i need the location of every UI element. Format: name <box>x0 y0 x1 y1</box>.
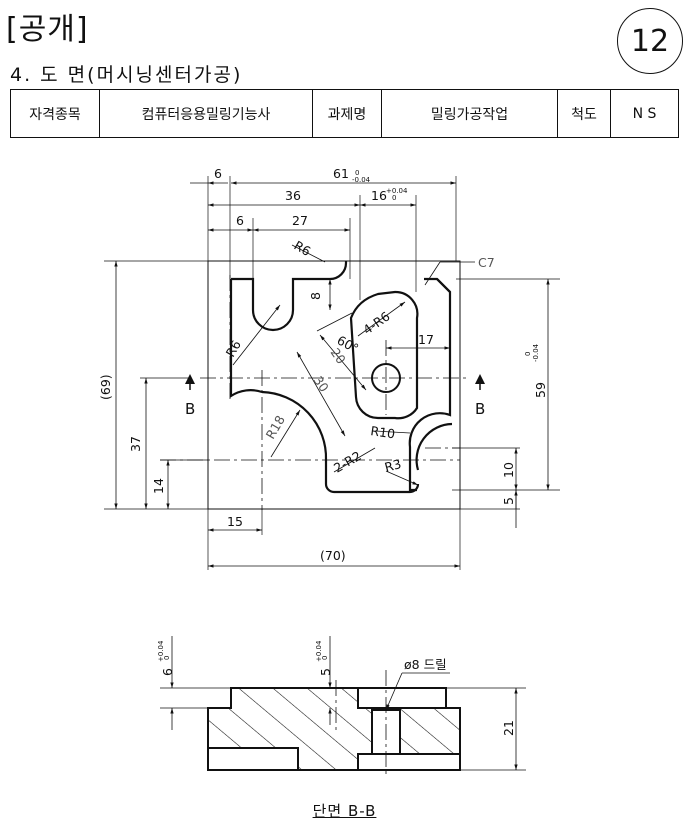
section-mark-left: B <box>185 400 195 418</box>
tol-16: +0.04 <box>386 187 408 195</box>
info-cell-subject: 컴퓨터응용밀링기능사 <box>99 89 313 138</box>
sec-dim-6: 6 <box>160 668 175 676</box>
dim-59: 59 <box>533 382 548 398</box>
top-view-labels: 6 61 0 -0.04 36 16 +0.04 0 6 27 R6 C7 8 … <box>98 166 548 563</box>
sec-dim-21: 21 <box>501 720 516 736</box>
dim-37: 37 <box>128 436 143 452</box>
dim-70: (70) <box>320 548 346 563</box>
sec-tol-6: +0.04 <box>157 640 165 662</box>
dim-17: 17 <box>418 332 434 347</box>
dim-6b: 6 <box>236 213 244 228</box>
dim-r6b: R6 <box>223 338 244 360</box>
info-cell-label-task: 과제명 <box>312 89 382 138</box>
sec-drill-label: ø8 드릴 <box>404 657 447 672</box>
dim-16: 16 <box>371 188 387 203</box>
section-caption: 단면 B-B <box>0 800 689 821</box>
sec-tol-6-z: 0 <box>163 656 171 660</box>
dim-15: 15 <box>227 514 243 529</box>
dim-4r6: 4-R6 <box>360 308 392 337</box>
info-cell-task: 밀링가공작업 <box>381 89 558 138</box>
outer-pocket-left <box>229 279 263 399</box>
tol-61: -0.04 <box>352 176 371 184</box>
dim-69: (69) <box>98 374 113 400</box>
dim-14: 14 <box>151 478 166 494</box>
dim-10: 10 <box>501 462 516 478</box>
info-table: 자격종목 컴퓨터응용밀링기능사 과제명 밀링가공작업 척도 N S <box>10 89 679 138</box>
sec-tol-5: +0.04 <box>315 640 323 662</box>
tol-16-z: 0 <box>392 194 396 202</box>
dim-20: 20 <box>328 345 349 367</box>
dim-c7: C7 <box>478 255 495 270</box>
dim-8: 8 <box>308 292 323 300</box>
arc-r10 <box>415 422 453 471</box>
section-caption-text: 단면 B-B <box>312 802 377 820</box>
outer-pocket-right <box>408 277 452 492</box>
dim-r18: R18 <box>263 413 288 442</box>
bottom-slot <box>324 460 420 494</box>
section-mark-right: B <box>475 400 485 418</box>
dim-r3: R3 <box>383 456 403 475</box>
dim-r10: R10 <box>370 423 396 441</box>
dim-2r2: 2-R2 <box>331 448 364 476</box>
dim-27: 27 <box>292 213 308 228</box>
sec-dim-5: 5 <box>318 668 333 676</box>
tol-59: -0.04 <box>532 343 540 362</box>
sec-tol-5-z: 0 <box>321 656 329 660</box>
info-cell-label-subject: 자격종목 <box>10 89 100 138</box>
drawing-subtitle: 4. 도 면(머시닝센터가공) <box>10 64 243 86</box>
outer-pocket <box>231 261 348 332</box>
dim-36: 36 <box>285 188 301 203</box>
dim-r6a: R6 <box>292 238 314 259</box>
info-cell-scale: N S <box>610 89 679 138</box>
public-tag: [공개] <box>6 12 89 47</box>
section-view: 6 +0.04 0 5 +0.04 0 ø8 드릴 21 <box>157 636 526 775</box>
tol-61-z: 0 <box>355 169 359 177</box>
page-number-badge: 12 <box>617 8 683 74</box>
page-number: 12 <box>630 23 670 59</box>
dim-6a: 6 <box>214 166 222 181</box>
dim-5: 5 <box>501 497 516 505</box>
dim-30: 30 <box>311 373 332 395</box>
dim-61: 61 <box>333 166 349 181</box>
top-view <box>104 176 560 570</box>
tol-59-z: 0 <box>524 352 532 356</box>
inner-island <box>349 290 419 420</box>
